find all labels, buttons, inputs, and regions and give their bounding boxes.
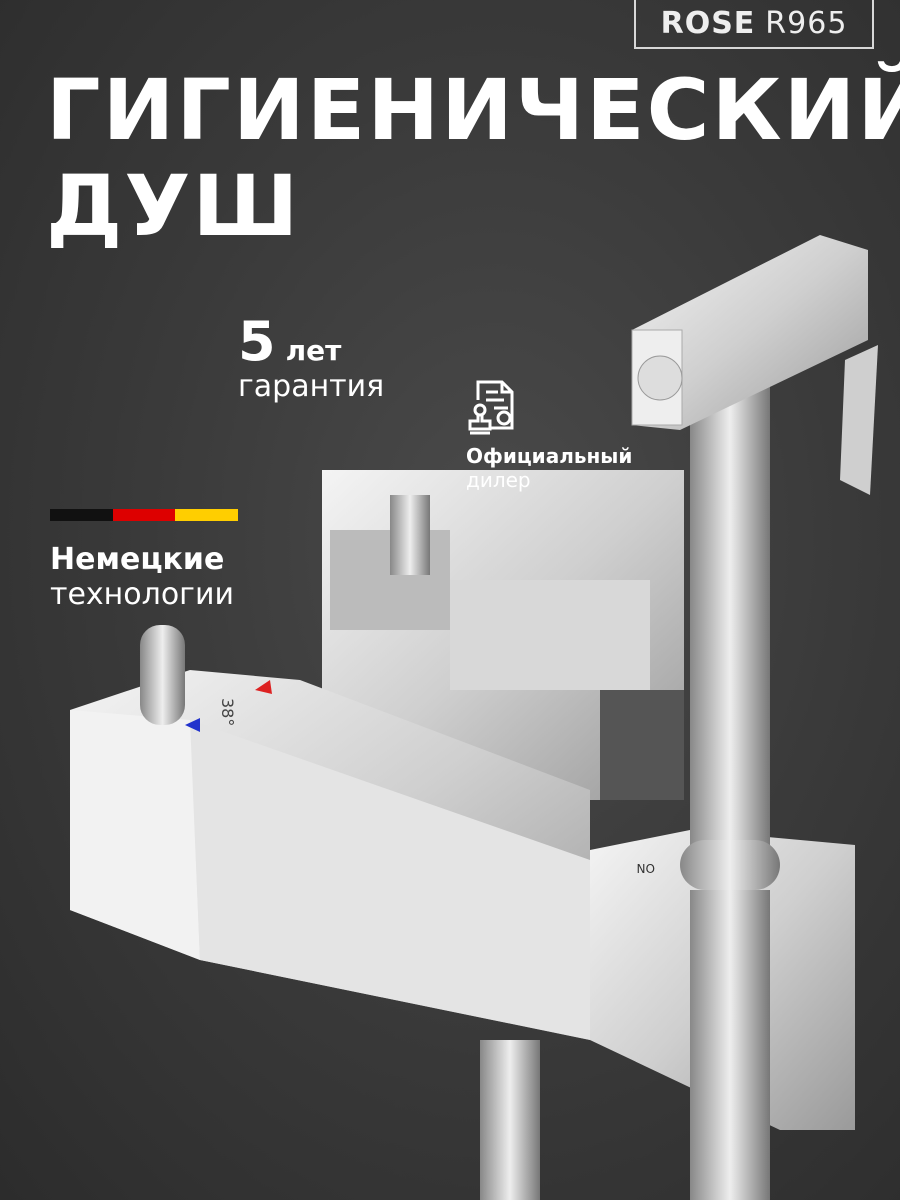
- dealer-subtitle: дилер: [466, 468, 531, 492]
- warranty-label: гарантия: [238, 369, 385, 404]
- technology-subtitle: технологии: [50, 577, 234, 612]
- hose: [690, 890, 770, 1200]
- title-line-2: ДУШ: [46, 157, 301, 255]
- flag-stripe-black: [50, 509, 113, 521]
- thermostat-knob: [140, 625, 185, 725]
- technology-title: Немецкие: [50, 542, 225, 577]
- model-name: R965: [765, 6, 848, 41]
- german-technology-badge: Немецкие технологии: [50, 542, 234, 612]
- warranty-unit: лет: [285, 334, 342, 367]
- trigger-lever: [840, 345, 878, 495]
- page-title: ГИГИЕНИЧЕСКИЙ ДУШ: [46, 62, 900, 254]
- temp-marking: 38°: [218, 698, 237, 726]
- brand-badge: ROSE R965: [634, 0, 874, 49]
- dealer-title: Официальный: [466, 444, 633, 468]
- on-marking: ON: [637, 861, 655, 875]
- german-flag: [50, 509, 239, 521]
- flag-stripe-gold: [175, 509, 239, 521]
- brand-name: ROSE: [660, 6, 756, 41]
- warranty-badge: 5 лет гарантия: [238, 310, 384, 404]
- spray-handle: [690, 360, 770, 860]
- document-stamp-icon: [468, 380, 514, 435]
- title-line-1: ГИГИЕНИЧЕСКИЙ: [46, 61, 900, 159]
- official-dealer-badge: Официальный дилер: [466, 378, 632, 492]
- flag-stripe-red: [112, 509, 176, 521]
- warranty-years: 5: [238, 310, 276, 373]
- spray-head: [632, 235, 868, 430]
- inlet-hose: [480, 1040, 540, 1200]
